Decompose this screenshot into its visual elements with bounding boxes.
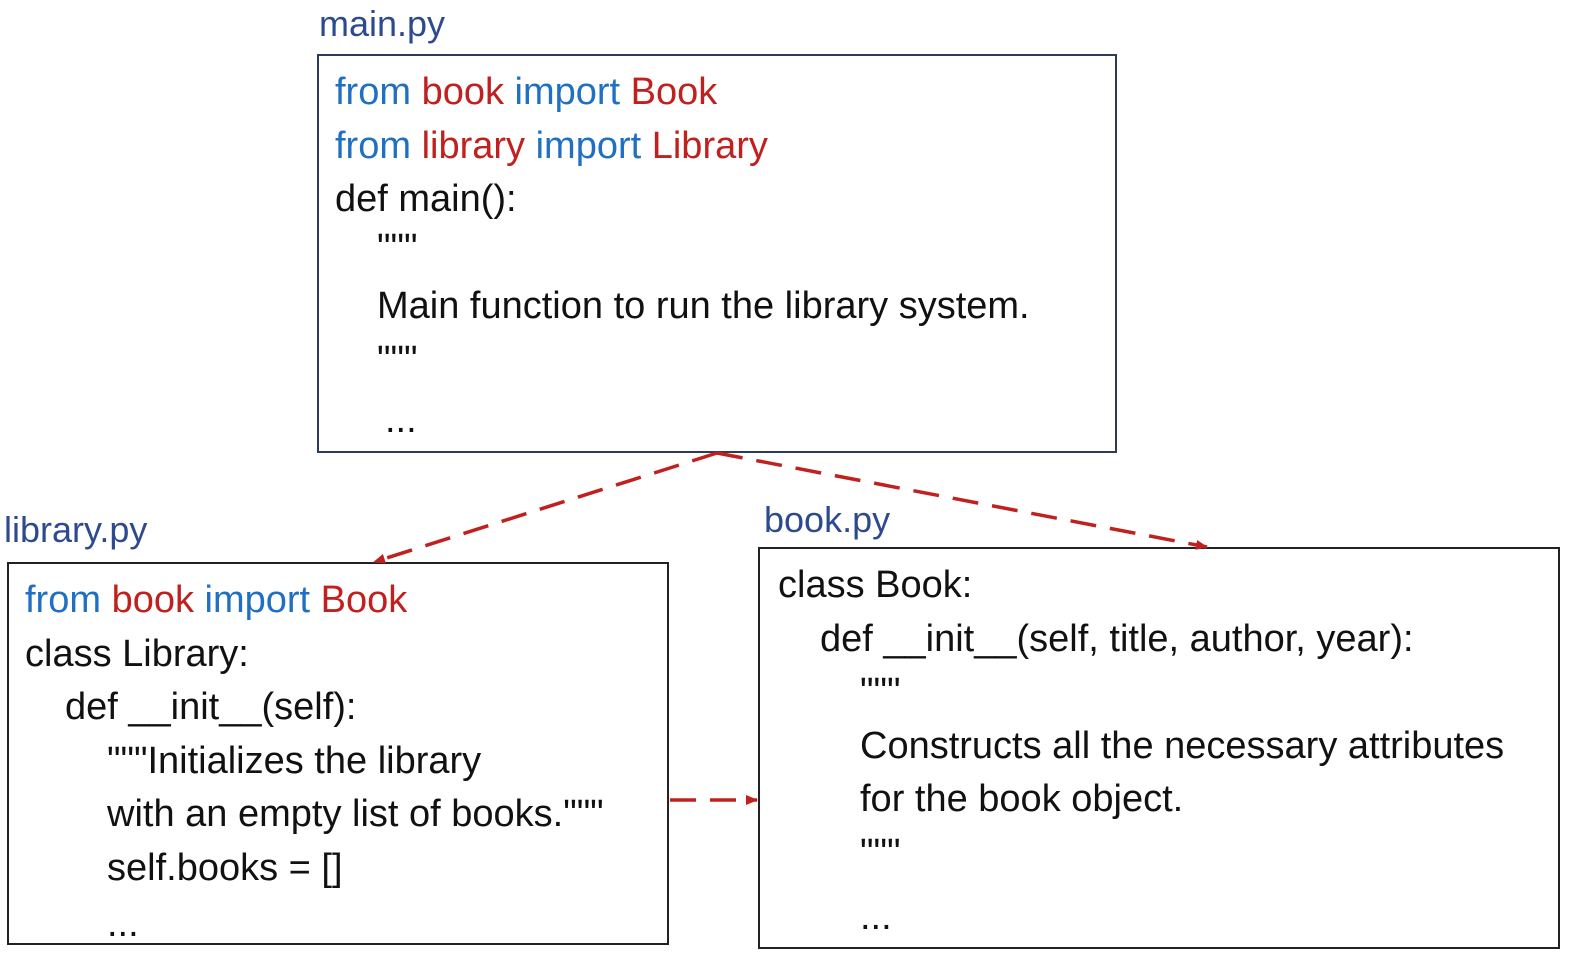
code-line: from book import Book <box>335 70 717 114</box>
code-line: class Library: <box>25 632 249 676</box>
code-token-text: Main function to run the library system. <box>377 285 1030 327</box>
code-token-module: library <box>421 125 536 167</box>
code-line: class Book: <box>778 563 972 607</box>
code-token-text: with an empty list of books.""" <box>107 793 604 835</box>
code-token-text: for the book object. <box>860 778 1184 820</box>
code-token-text: def __init__(self): <box>65 686 357 728</box>
code-token-text: """ <box>860 671 901 713</box>
code-token-module: book <box>421 71 515 113</box>
code-line: ... <box>385 398 417 442</box>
code-token-keyword: import <box>204 579 321 621</box>
code-line: with an empty list of books.""" <box>107 792 604 836</box>
code-line: Main function to run the library system. <box>377 284 1030 328</box>
code-line: def main(): <box>335 177 517 221</box>
code-token-module: Book <box>320 579 408 621</box>
code-line: from library import Library <box>335 124 768 168</box>
code-line: """ <box>377 226 417 270</box>
code-line: ... <box>860 895 892 939</box>
code-token-keyword: from <box>335 71 422 113</box>
library-file-label: library.py <box>4 509 148 550</box>
code-line: """Initializes the library <box>107 739 481 783</box>
code-token-keyword: import <box>514 71 631 113</box>
code-token-keyword: import <box>535 125 652 167</box>
code-token-text: """Initializes the library <box>107 740 482 782</box>
code-token-text: def __init__(self, title, author, year): <box>820 618 1414 660</box>
code-token-text: Constructs all the necessary attributes <box>860 725 1505 767</box>
code-line: self.books = [] <box>107 846 343 890</box>
book-code-box: class Book: def __init__(self, title, aut… <box>758 547 1560 949</box>
code-line: """ <box>860 670 900 714</box>
code-token-text: class Book: <box>778 564 973 606</box>
main-file-label: main.py <box>319 3 446 44</box>
code-line: def __init__(self, title, author, year): <box>820 617 1414 661</box>
code-line: Constructs all the necessary attributes <box>860 724 1504 768</box>
code-token-text: self.books = [] <box>107 847 343 889</box>
code-token-keyword: from <box>25 579 112 621</box>
code-line: for the book object. <box>860 777 1183 821</box>
code-line: """ <box>377 338 417 382</box>
code-token-module: Library <box>651 125 768 167</box>
code-token-module: Book <box>630 71 718 113</box>
code-token-text: def main(): <box>335 178 517 220</box>
code-token-text: """ <box>377 227 418 269</box>
code-line: def __init__(self): <box>65 685 357 729</box>
code-token-text: """ <box>377 339 418 381</box>
code-token-text: ... <box>860 896 892 938</box>
code-line: ... <box>107 902 139 946</box>
code-line: from book import Book <box>25 578 407 622</box>
code-token-text: ... <box>107 903 139 945</box>
arrow-main-to-book <box>716 451 1208 550</box>
code-token-keyword: from <box>335 125 422 167</box>
code-token-text: ... <box>385 399 417 441</box>
code-token-module: book <box>111 579 205 621</box>
code-line: """ <box>860 831 900 875</box>
book-file-label: book.py <box>764 499 891 540</box>
library-code-box: from book import Book class Library: def _… <box>7 562 669 945</box>
arrow-main-to-library <box>373 451 718 564</box>
code-token-text: """ <box>860 832 901 874</box>
code-token-text: class Library: <box>25 633 249 675</box>
